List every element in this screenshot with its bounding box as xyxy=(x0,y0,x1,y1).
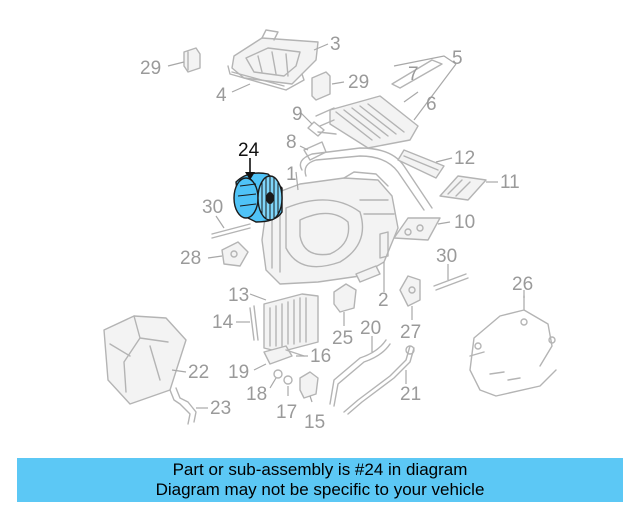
callout-label: 27 xyxy=(400,322,421,343)
callout-label: 7 xyxy=(408,64,419,85)
callout-label: 21 xyxy=(400,384,421,405)
callout-label: 20 xyxy=(360,318,381,339)
callout-label: 29 xyxy=(140,58,161,79)
part-29-clip-right xyxy=(311,71,331,101)
callout-label: 18 xyxy=(246,384,267,405)
callout-label: 1 xyxy=(286,164,297,185)
caption-line-1: Part or sub-assembly is #24 in diagram xyxy=(172,460,468,479)
part-1-main-case xyxy=(261,171,399,285)
callout-label-highlighted: 24 xyxy=(238,140,260,161)
callout-label: 25 xyxy=(332,328,353,349)
part-27-actuator xyxy=(399,275,421,307)
callout-label: 30 xyxy=(202,197,223,218)
callout-label: 28 xyxy=(180,248,201,269)
part-23-drain xyxy=(169,387,197,425)
part-21-line xyxy=(343,345,415,415)
part-15-sensor xyxy=(299,371,319,399)
part-26-wire-harness xyxy=(469,295,557,397)
part-25-resistor xyxy=(333,283,357,313)
part-17-oring xyxy=(283,375,293,385)
callout-labels: 29 3 29 4 5 7 9 6 8 24 1 12 11 30 10 28 … xyxy=(140,34,533,433)
part-2-connector xyxy=(355,231,389,283)
callout-label: 17 xyxy=(276,402,297,423)
part-14-seal xyxy=(249,305,259,341)
part-29-clip xyxy=(183,47,201,73)
part-3-upper-housing xyxy=(231,29,319,85)
part-16-valve xyxy=(263,345,305,365)
part-6-heater-core xyxy=(315,95,419,149)
callout-label: 14 xyxy=(212,312,234,333)
callout-label: 11 xyxy=(500,172,520,193)
part-11-door xyxy=(439,175,487,201)
callout-label: 22 xyxy=(188,362,209,383)
part-4-gasket xyxy=(227,65,305,91)
part-8-fitting xyxy=(303,141,327,161)
part-18-oring xyxy=(273,369,283,379)
callout-label: 5 xyxy=(452,48,463,69)
exploded-parts-diagram: 29 3 29 4 5 7 9 6 8 24 1 12 11 30 10 28 … xyxy=(103,29,557,433)
callout-label: 9 xyxy=(292,104,303,125)
callout-label: 13 xyxy=(228,285,249,306)
callout-label: 19 xyxy=(228,362,249,383)
callout-label: 12 xyxy=(454,148,475,169)
part-30-rod-right xyxy=(433,273,469,291)
part-10-actuator xyxy=(393,217,441,241)
callout-label: 15 xyxy=(304,412,325,433)
part-12-duct xyxy=(397,149,445,179)
caption-banner: Part or sub-assembly is #24 in diagram D… xyxy=(17,458,623,502)
callout-label: 16 xyxy=(310,346,331,367)
callout-label: 30 xyxy=(436,246,457,267)
callout-label: 23 xyxy=(210,398,231,419)
callout-label: 4 xyxy=(216,85,227,106)
part-22-lower-case xyxy=(103,315,187,405)
callout-label: 26 xyxy=(512,274,533,295)
part-7-rod xyxy=(391,59,443,89)
caption-line-2: Diagram may not be specific to your vehi… xyxy=(155,480,485,499)
callout-label: 2 xyxy=(378,290,389,311)
part-24-blower-motor xyxy=(233,172,283,223)
part-30-rod-left xyxy=(211,223,251,239)
callout-label: 10 xyxy=(454,212,475,233)
callout-label: 3 xyxy=(330,34,341,55)
part-20-line xyxy=(329,339,391,407)
callout-label: 6 xyxy=(426,94,437,115)
callout-label: 29 xyxy=(348,72,369,93)
part-28-bracket xyxy=(221,241,249,267)
part-13-evaporator xyxy=(263,293,319,353)
callout-label: 8 xyxy=(286,132,297,153)
